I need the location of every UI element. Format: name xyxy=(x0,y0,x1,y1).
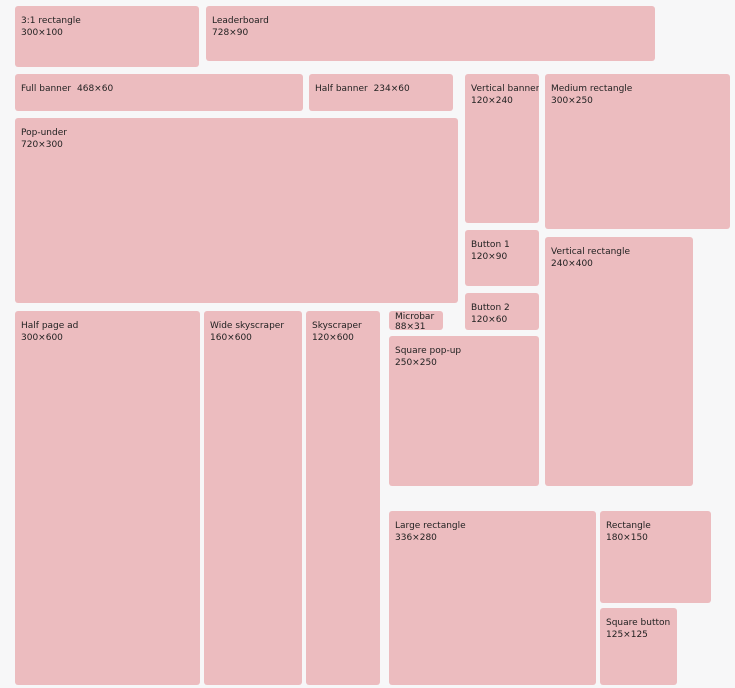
ad-name: Medium rectangle xyxy=(551,84,633,94)
ad-size: 160×600 xyxy=(210,333,252,343)
ad-size: 240×400 xyxy=(551,259,593,269)
ad-name: Button 1 xyxy=(471,240,510,250)
ad-name: Pop-under xyxy=(21,128,67,138)
ad-size: 120×240 xyxy=(471,96,513,106)
ad-name: Wide skyscraper xyxy=(210,321,285,331)
ad-size: 728×90 xyxy=(212,28,249,38)
ad-name: Half page ad xyxy=(21,321,79,331)
ad-block-vertical-banner: Vertical banner 120×240 xyxy=(465,74,539,223)
ad-name: Skyscraper xyxy=(312,321,362,331)
ad-block-3-1-rectangle: 3:1 rectangle 300×100 xyxy=(15,6,199,67)
ad-name: Square button xyxy=(606,618,671,628)
ad-size: 468×60 xyxy=(77,84,114,94)
ad-size: 300×100 xyxy=(21,28,63,38)
ad-block-large-rectangle: Large rectangle 336×280 xyxy=(389,511,596,685)
ad-size: 336×280 xyxy=(395,533,437,543)
ad-block-rectangle: Rectangle 180×150 xyxy=(600,511,711,603)
ad-block-vertical-rectangle: Vertical rectangle 240×400 xyxy=(545,237,693,486)
ad-block-medium-rectangle: Medium rectangle 300×250 xyxy=(545,74,730,229)
ad-name: Rectangle xyxy=(606,521,651,531)
ad-block-leaderboard: Leaderboard 728×90 xyxy=(206,6,655,61)
ad-size: 125×125 xyxy=(606,630,648,640)
ad-block-microbar: Microbar 88×31 xyxy=(389,311,443,330)
ad-size: 720×300 xyxy=(21,140,63,150)
ad-block-half-banner: Half banner 234×60 xyxy=(309,74,453,111)
ad-name: Full banner xyxy=(21,84,72,94)
ad-size: 300×600 xyxy=(21,333,63,343)
ad-name: Vertical banner xyxy=(471,84,539,94)
ad-block-skyscraper: Skyscraper 120×600 xyxy=(306,311,380,685)
ad-block-button-2: Button 2 120×60 xyxy=(465,293,539,330)
ad-block-square-button: Square button 125×125 xyxy=(600,608,677,685)
ad-name: Large rectangle xyxy=(395,521,466,531)
ad-size: 250×250 xyxy=(395,358,437,368)
ad-name: Half banner xyxy=(315,84,368,94)
ad-block-square-pop-up: Square pop-up 250×250 xyxy=(389,336,539,486)
ad-size: 300×250 xyxy=(551,96,593,106)
ad-name: Button 2 xyxy=(471,303,510,313)
ad-size: 88×31 xyxy=(395,322,426,330)
ad-block-button-1: Button 1 120×90 xyxy=(465,230,539,286)
ad-size: 120×60 xyxy=(471,315,508,325)
ad-block-half-page-ad: Half page ad 300×600 xyxy=(15,311,200,685)
ad-name: Square pop-up xyxy=(395,346,462,356)
ad-block-pop-under: Pop-under 720×300 xyxy=(15,118,458,303)
ad-size: 120×600 xyxy=(312,333,354,343)
ad-name: 3:1 rectangle xyxy=(21,16,81,26)
ad-block-wide-skyscraper: Wide skyscraper 160×600 xyxy=(204,311,302,685)
ad-name: Leaderboard xyxy=(212,16,269,26)
ad-name: Vertical rectangle xyxy=(551,247,631,257)
ad-size: 234×60 xyxy=(373,84,410,94)
ad-size: 180×150 xyxy=(606,533,648,543)
ad-size: 120×90 xyxy=(471,252,508,262)
ad-name: Microbar xyxy=(395,312,435,322)
ad-block-full-banner: Full banner 468×60 xyxy=(15,74,303,111)
